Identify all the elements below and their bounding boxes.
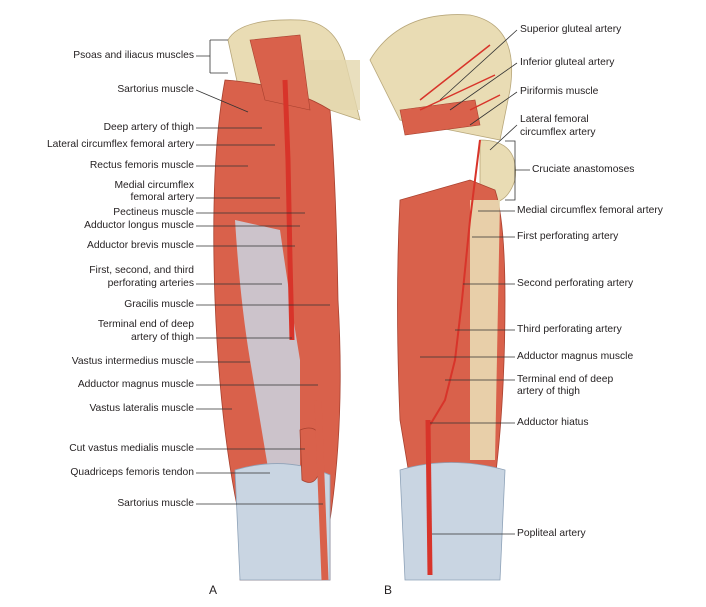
label-lateral-femoral-circumflex-2: circumflex artery — [520, 127, 596, 138]
popliteal-artery — [425, 419, 433, 576]
label-medial-circumflex-b: Medial circumflex femoral artery — [517, 205, 663, 216]
label-sartorius-upper: Sartorius muscle — [117, 84, 194, 95]
label-third-perforating: Third perforating artery — [517, 324, 622, 335]
label-perforating-1: First, second, and third — [89, 265, 194, 276]
piriformis-b — [399, 99, 481, 136]
label-superior-gluteal: Superior gluteal artery — [520, 24, 622, 35]
label-pectineus: Pectineus muscle — [113, 207, 194, 218]
figure-letter-b: B — [384, 583, 393, 597]
sartorius-a — [314, 399, 329, 581]
label-adductor-magnus-b: Adductor magnus muscle — [517, 351, 634, 362]
label-psoas-iliacus: Psoas and iliacus muscles — [73, 50, 194, 61]
label-adductor-hiatus: Adductor hiatus — [517, 417, 589, 428]
psoas-muscle — [249, 34, 311, 111]
knee-b — [399, 462, 506, 581]
label-adductor-longus: Adductor longus muscle — [84, 220, 194, 231]
label-terminal-end-2: artery of thigh — [131, 332, 194, 343]
label-piriformis: Piriformis muscle — [520, 86, 599, 97]
figure-a-anterior-thigh — [213, 19, 361, 581]
knee-a — [234, 463, 331, 581]
label-lateral-femoral-circumflex-1: Lateral femoral — [520, 114, 589, 125]
label-second-perforating: Second perforating artery — [517, 278, 634, 289]
figure-letter-a: A — [209, 583, 218, 597]
label-inferior-gluteal: Inferior gluteal artery — [520, 57, 615, 68]
tendon-a — [235, 220, 300, 480]
label-medial-circumflex-1: Medial circumflex — [114, 180, 194, 191]
gluteal-arteries-b — [419, 44, 501, 111]
label-adductor-magnus-a: Adductor magnus muscle — [77, 379, 194, 390]
label-first-perforating: First perforating artery — [517, 231, 619, 242]
label-popliteal-artery: Popliteal artery — [517, 528, 586, 539]
label-terminal-end-b-2: artery of thigh — [517, 386, 580, 397]
label-gracilis: Gracilis muscle — [124, 299, 194, 310]
label-vastus-intermedius: Vastus intermedius muscle — [71, 356, 194, 367]
label-rectus-femoris: Rectus femoris muscle — [89, 160, 194, 171]
label-lateral-circumflex-femoral: Lateral circumflex femoral artery — [46, 139, 194, 150]
label-medial-circumflex-2: femoral artery — [130, 192, 194, 203]
label-cut-vastus-medialis: Cut vastus medialis muscle — [69, 443, 194, 454]
label-quadriceps-tendon: Quadriceps femoris tendon — [70, 467, 194, 478]
figure-b-posterior-thigh — [369, 14, 516, 581]
vertebra-a — [300, 60, 360, 110]
label-vastus-lateralis: Vastus lateralis muscle — [89, 403, 194, 414]
label-terminal-end-b-1: Terminal end of deep — [517, 374, 614, 385]
label-deep-artery-thigh: Deep artery of thigh — [103, 122, 194, 133]
leader-lines — [195, 29, 530, 535]
label-sartorius-lower: Sartorius muscle — [117, 498, 194, 509]
label-adductor-brevis: Adductor brevis muscle — [86, 240, 194, 251]
label-perforating-2: perforating arteries — [107, 278, 194, 289]
label-cruciate-anastomoses: Cruciate anastomoses — [532, 164, 635, 175]
label-terminal-end-1: Terminal end of deep — [97, 319, 194, 330]
femoral-artery-a — [282, 79, 295, 341]
